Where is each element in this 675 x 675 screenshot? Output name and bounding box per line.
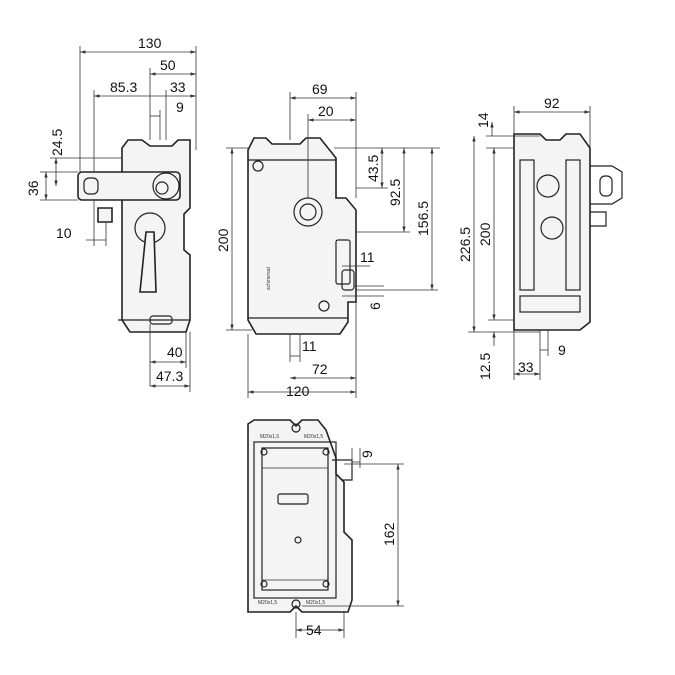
dim-label: 11 [302,338,317,354]
front-view: 130 50 85.3 33 9 24.5 36 10 40 47.3 [25,35,197,392]
dim-label: 11 [360,249,375,265]
dim-label: 9 [359,450,375,458]
thread-label: M20x1,5 [304,434,323,440]
rear-view: 92 14 226.5 200 12.5 9 33 [457,95,623,380]
dim-label: 12.5 [477,353,493,380]
dim-label: 69 [312,81,328,97]
dim-label: 156.5 [415,201,431,236]
dim-label: 226.5 [457,227,473,262]
dim-label: 50 [160,57,176,73]
dim-label: 72 [312,361,328,377]
dim-label: 10 [56,225,72,241]
dim-label: 24.5 [49,129,65,156]
dim-label: 36 [25,180,41,196]
dim-label: 14 [475,112,491,128]
side-view: schmersal 69 20 43.5 92.5 156.5 200 11 [215,81,440,399]
dim-label: 85.3 [110,79,137,95]
dim-label: 162 [381,522,397,546]
dim-label: 6 [367,302,383,310]
dim-label: 92.5 [387,179,403,206]
dim-label: 33 [518,359,534,375]
dim-label: 9 [176,99,184,115]
dim-label: 47.3 [156,368,183,384]
thread-label: M20x1,5 [258,600,277,606]
bottom-view: M20x1,5 M20x1,5 M20x1,5 M20x1,5 9 162 54 [247,419,404,638]
dim-label: 120 [286,383,310,399]
dim-label: 43.5 [365,155,381,182]
dim-label: 200 [215,228,231,252]
dim-label: 92 [544,95,560,111]
dim-label: 33 [170,79,186,95]
dim-label: 9 [558,342,566,358]
dim-label: 200 [477,222,493,246]
dim-label: 54 [306,622,322,638]
thread-label: M20x1,5 [306,600,325,606]
thread-label: M20x1,5 [260,434,279,440]
dim-label: 130 [138,35,162,51]
dim-label: 40 [167,344,183,360]
brand-label: schmersal [266,267,272,290]
dim-label: 20 [318,103,334,119]
